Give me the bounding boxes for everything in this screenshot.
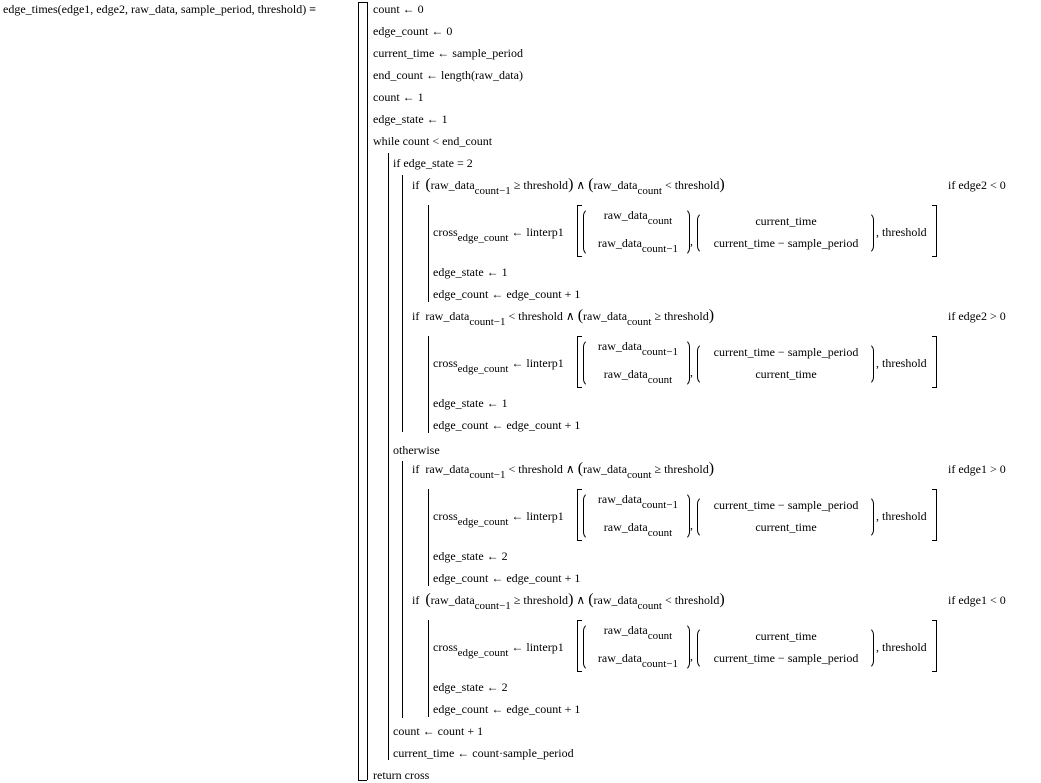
paren-right [682,208,690,256]
function-name: edge_times [3,2,58,16]
otherwise-keyword[interactable]: otherwise [393,443,440,457]
edge-condition-block-1[interactable]: if edge2 > 0 [948,309,1006,323]
matrix-cell: current_time − sample_period [713,651,859,665]
while-body-bar [388,153,389,760]
outer-bracket-bottom [358,780,367,781]
threshold-arg: , threshold [876,509,927,523]
otherwise-body-bar [402,461,403,718]
threshold-arg: , threshold [876,640,927,654]
paren-right [866,343,874,385]
function-params: (edge1, edge2, raw_data, sample_period, … [57,2,307,16]
edge-count-increment[interactable]: edge_count ← edge_count + 1 [433,418,581,432]
init-line[interactable]: edge_state ← 1 [373,112,448,126]
edge-condition-block-0[interactable]: if edge2 < 0 [948,178,1006,192]
paren-left [697,212,705,254]
paren-left [583,623,591,671]
linterp-bracket-left [577,336,582,388]
edge-state-assign[interactable]: edge_state ← 1 [433,265,508,279]
threshold-arg: , threshold [876,356,927,370]
count-increment[interactable]: count ← count + 1 [393,724,484,738]
init-line[interactable]: count ← 0 [373,2,424,16]
init-line[interactable]: count ← 1 [373,90,424,104]
paren-right [866,496,874,538]
linterp-bracket-left [577,620,582,672]
edge-state-assign[interactable]: edge_state ← 2 [433,549,508,563]
edge-count-increment[interactable]: edge_count ← edge_count + 1 [433,702,581,716]
paren-left [697,496,705,538]
matrix-cell: raw_datacount−1 [597,651,679,670]
edge-state-assign[interactable]: edge_state ← 2 [433,680,508,694]
matrix-cell: raw_datacount−1 [597,492,679,511]
matrix-cell: raw_datacount−1 [597,236,679,255]
paren-right [682,623,690,671]
matrix-cell: current_time − sample_period [713,345,859,359]
linterp-bracket-right [932,489,937,541]
define-operator: ≡ [309,2,317,16]
while-statement[interactable]: while count < end_count [373,134,493,148]
block-0-body-bar [428,205,429,302]
paren-right [866,212,874,254]
cross-assign-block-1[interactable]: crossedge_count ← linterp1 [433,356,564,375]
paren-left [583,492,591,540]
outer-bracket-top [358,2,367,3]
matrix-cell: current_time [755,367,817,381]
return-statement[interactable]: return cross [373,768,430,782]
matrix-cell: raw_datacount [603,367,673,386]
linterp-bracket-right [932,205,937,257]
if-condition-block-0[interactable]: if (raw_datacount−1 ≥ threshold) ∧ (raw_… [412,176,725,197]
cross-assign-block-2[interactable]: crossedge_count ← linterp1 [433,509,564,528]
outer-bracket-left [358,2,359,780]
matrix-cell: current_time [755,214,817,228]
paren-left [583,208,591,256]
matrix-cell: raw_datacount [603,623,673,642]
matrix-cell: current_time − sample_period [713,236,859,250]
paren-left [697,343,705,385]
cross-assign-block-0[interactable]: crossedge_count ← linterp1 [433,225,564,244]
linterp-bracket-right [932,336,937,388]
block-1-body-bar [428,336,429,433]
if-body-bar [402,175,403,432]
matrix-cell: current_time − sample_period [713,498,859,512]
paren-right [682,339,690,387]
program-bar [367,2,368,780]
matrix-cell: current_time [755,520,817,534]
edge-count-increment[interactable]: edge_count ← edge_count + 1 [433,571,581,585]
edge-count-increment[interactable]: edge_count ← edge_count + 1 [433,287,581,301]
threshold-arg: , threshold [876,225,927,239]
edge-condition-block-3[interactable]: if edge1 < 0 [948,593,1006,607]
linterp-bracket-left [577,205,582,257]
comma: , [690,649,693,663]
edge-state-assign[interactable]: edge_state ← 1 [433,396,508,410]
paren-left [697,627,705,669]
time-update[interactable]: current_time ← count·sample_period [393,746,574,760]
init-line[interactable]: edge_count ← 0 [373,24,453,38]
matrix-cell: raw_datacount [603,208,673,227]
if-condition-block-3[interactable]: if (raw_datacount−1 ≥ threshold) ∧ (raw_… [412,591,725,612]
cross-assign-block-3[interactable]: crossedge_count ← linterp1 [433,640,564,659]
init-line[interactable]: current_time ← sample_period [373,46,523,60]
matrix-cell: raw_datacount−1 [597,339,679,358]
linterp-bracket-left [577,489,582,541]
edge-condition-block-2[interactable]: if edge1 > 0 [948,462,1006,476]
matrix-cell: raw_datacount [603,520,673,539]
if-condition-block-2[interactable]: if raw_datacount−1 < threshold ∧ (raw_da… [412,460,715,481]
init-line[interactable]: end_count ← length(raw_data) [373,68,523,82]
paren-right [866,627,874,669]
linterp-bracket-right [932,620,937,672]
if-edge-state[interactable]: if edge_state = 2 [393,156,473,170]
block-2-body-bar [428,489,429,586]
matrix-cell: current_time [755,629,817,643]
if-condition-block-1[interactable]: if raw_datacount−1 < threshold ∧ (raw_da… [412,307,715,328]
comma: , [690,234,693,248]
paren-left [583,339,591,387]
comma: , [690,518,693,532]
block-3-body-bar [428,620,429,717]
paren-right [682,492,690,540]
comma: , [690,365,693,379]
function-signature[interactable]: edge_times(edge1, edge2, raw_data, sampl… [3,2,316,16]
